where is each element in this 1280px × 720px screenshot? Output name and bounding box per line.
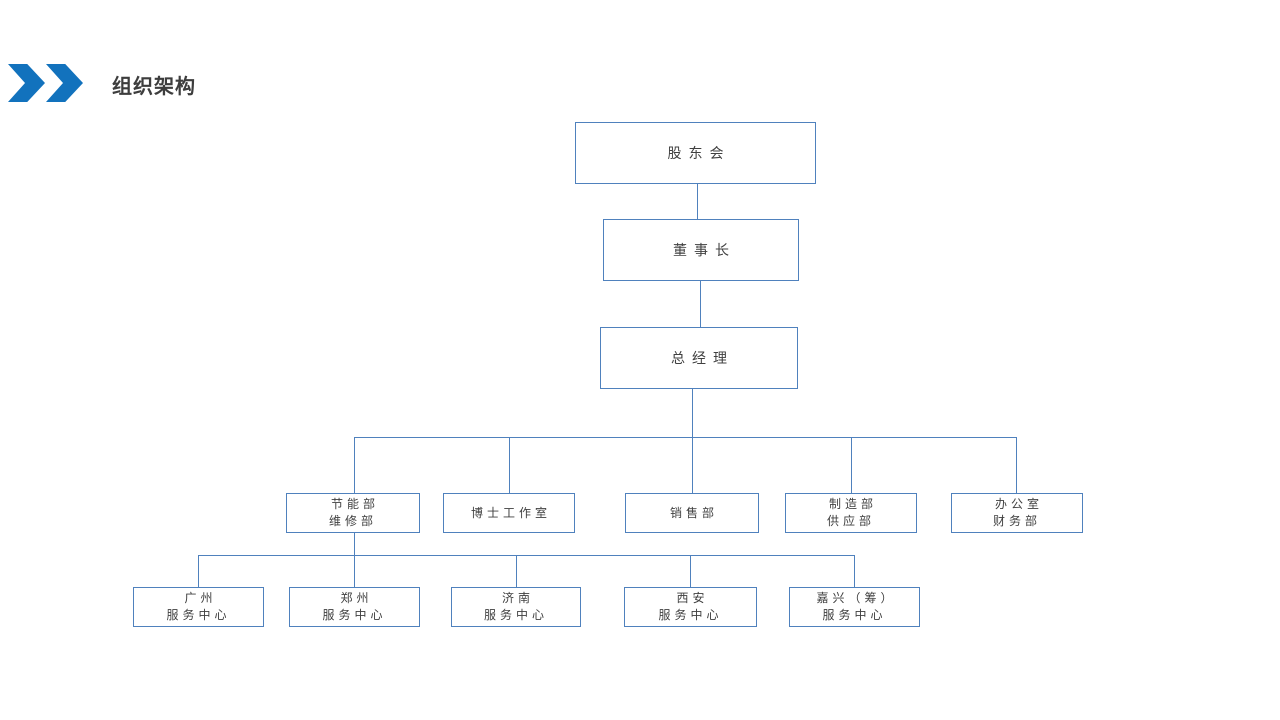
org-node-label: 董事长 <box>673 243 736 259</box>
connector-drop-energy-dept <box>354 437 355 493</box>
org-node-label: 广州 服务中心 <box>166 591 231 622</box>
org-node-jinan-service-center: 济南 服务中心 <box>451 587 581 627</box>
org-node-manufacturing-supply-dept: 制造部 供应部 <box>785 493 917 533</box>
org-node-label: 节能部 维修部 <box>328 497 379 528</box>
org-node-label: 西安 服务中心 <box>658 591 723 622</box>
org-node-label: 总经理 <box>671 351 734 367</box>
org-node-label: 嘉兴（筹） 服务中心 <box>816 591 897 622</box>
org-node-shareholders-meeting: 股东会 <box>575 122 816 184</box>
org-node-chairman: 董事长 <box>603 219 799 281</box>
org-node-sales-dept: 销售部 <box>625 493 759 533</box>
connector-drop-office-dept <box>1016 437 1017 493</box>
org-node-zhengzhou-service-center: 郑州 服务中心 <box>289 587 420 627</box>
org-node-jiaxing-service-center: 嘉兴（筹） 服务中心 <box>789 587 920 627</box>
org-node-office-finance-dept: 办公室 财务部 <box>951 493 1083 533</box>
connector-drop-guangzhou <box>198 555 199 587</box>
chevron-right-icon <box>46 64 83 102</box>
connector-drop-manufacturing-dept <box>851 437 852 493</box>
connector-drop-jinan <box>516 555 517 587</box>
connector-gm-to-departments <box>692 388 693 493</box>
org-node-energy-maintenance-dept: 节能部 维修部 <box>286 493 420 533</box>
org-node-guangzhou-service-center: 广州 服务中心 <box>133 587 264 627</box>
page-title: 组织架构 <box>112 74 196 98</box>
org-node-label: 销售部 <box>669 505 718 520</box>
org-node-label: 股东会 <box>667 146 731 162</box>
org-node-label: 制造部 供应部 <box>826 497 877 528</box>
org-node-label: 郑州 服务中心 <box>322 591 387 622</box>
org-node-xian-service-center: 西安 服务中心 <box>624 587 757 627</box>
org-node-label: 博士工作室 <box>470 505 551 520</box>
chevron-right-icon <box>8 64 45 102</box>
org-node-general-manager: 总经理 <box>600 327 798 389</box>
connector-drop-xian <box>690 555 691 587</box>
connector-chairman-to-gm <box>700 280 701 328</box>
connector-root-to-chairman <box>697 183 698 220</box>
org-node-label: 济南 服务中心 <box>483 591 548 622</box>
connector-drop-jiaxing <box>854 555 855 587</box>
connector-dept-to-service-centers <box>354 532 355 587</box>
org-node-label: 办公室 财务部 <box>992 497 1043 528</box>
connector-departments-bus <box>354 437 1017 438</box>
org-node-doctor-studio: 博士工作室 <box>443 493 575 533</box>
connector-service-centers-bus <box>198 555 855 556</box>
connector-drop-doctor-studio <box>509 437 510 493</box>
